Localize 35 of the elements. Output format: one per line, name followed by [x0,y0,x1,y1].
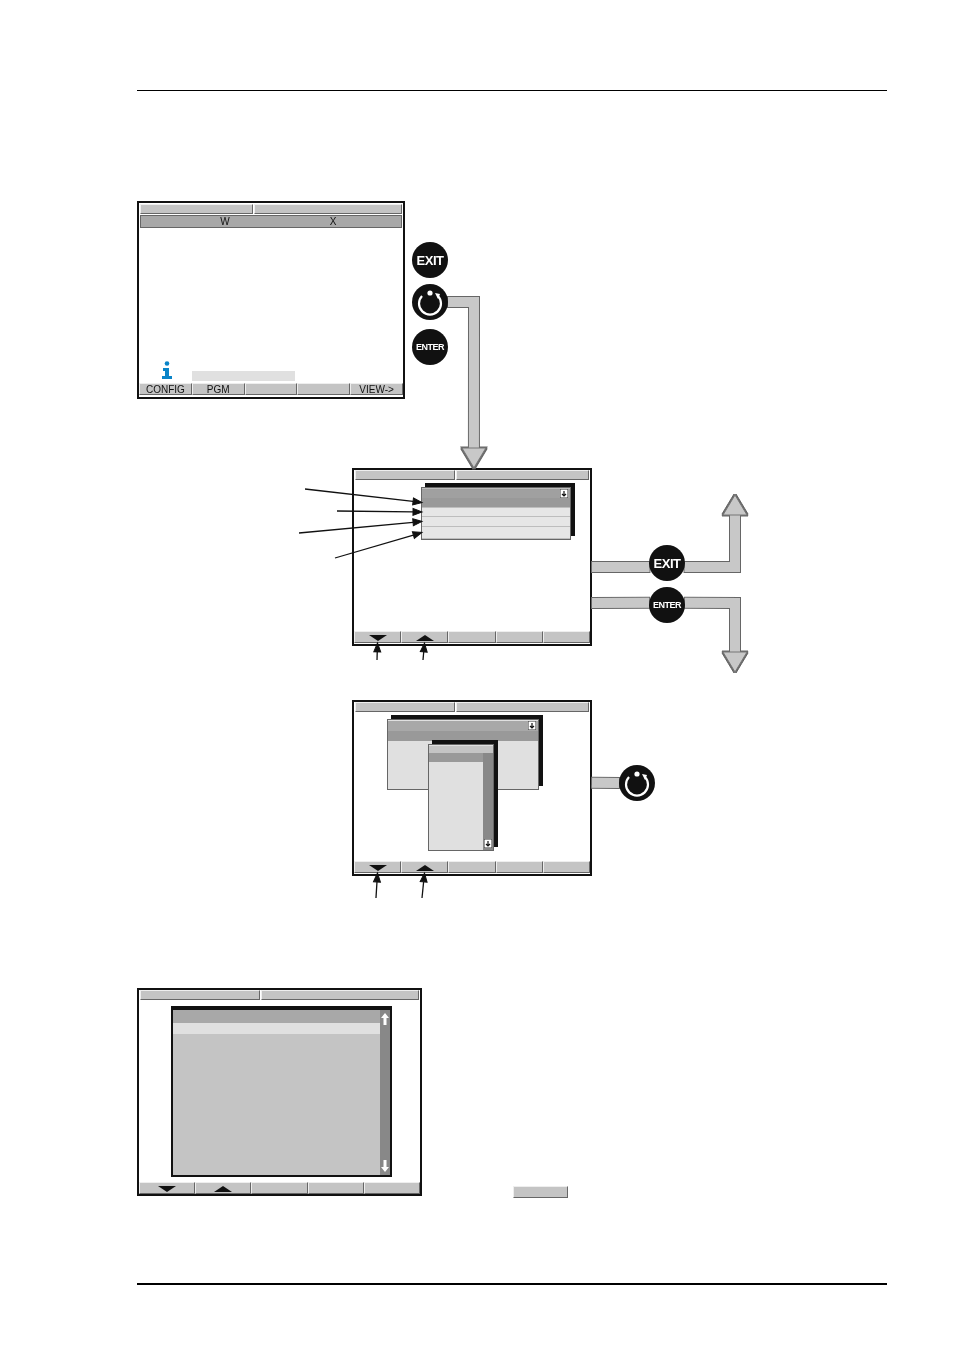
softkey-button [401,631,448,643]
pointer-arrow [373,642,382,661]
softkey-button: PGM [191,383,245,395]
softkey-button [354,631,401,643]
connector-bar [592,597,650,608]
round-button: EXIT [412,242,448,278]
flow-arrow [684,597,748,673]
rotary-knob [412,284,448,320]
softkey-button [354,861,401,873]
menu-row [422,527,570,538]
pointer-arrow [372,872,381,899]
rotary-knob [619,765,655,801]
round-button: EXIT [649,545,685,581]
connector-bar [592,561,650,572]
pointer-arrow [298,518,423,534]
round-button: ENTER [649,587,685,623]
pointer-arrow [304,488,423,506]
menu-row [422,508,570,516]
column-heading: W [219,216,231,228]
display-screen [352,468,592,646]
connector-bar [591,777,620,788]
pointer-arrow [419,642,428,661]
column-heading: X [328,216,338,228]
pointer-arrow [419,872,428,899]
pointer-arrow [334,531,423,559]
display-screen [352,700,592,876]
menu-row [422,517,570,526]
menu-row [422,498,570,507]
softkey-button: CONFIG [139,383,192,395]
softkey-button: VIEW-> [350,383,403,395]
round-button: ENTER [412,329,448,365]
pointer-arrow [336,507,423,516]
softkey-button [401,861,448,873]
flow-arrow [448,297,487,469]
flow-arrow [684,494,748,572]
